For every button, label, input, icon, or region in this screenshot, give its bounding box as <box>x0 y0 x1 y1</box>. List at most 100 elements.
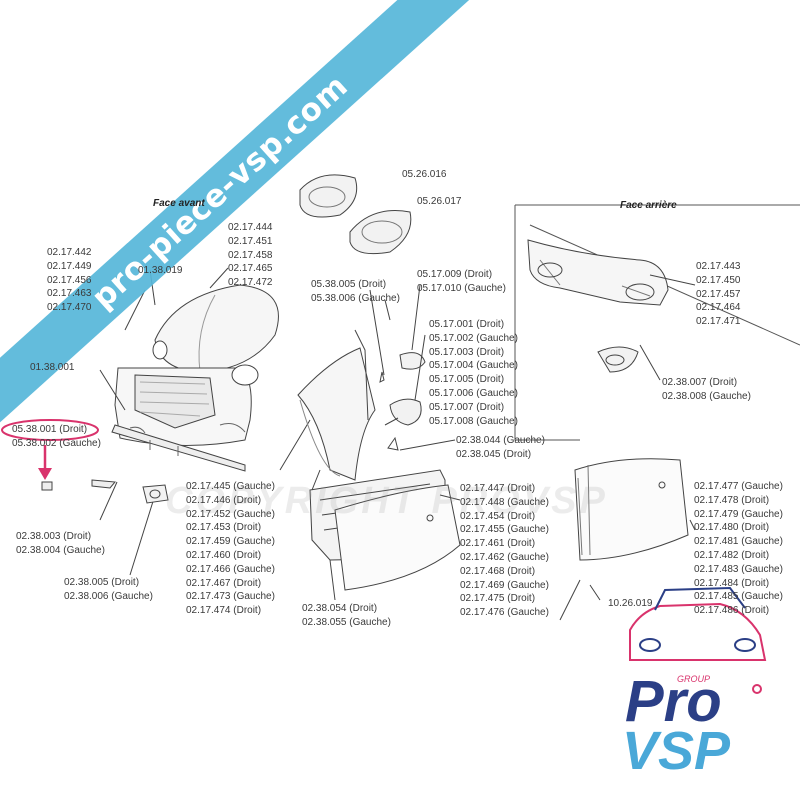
label-rear-reflector: 02.38.007 (Droit) 02.38.008 (Gauche) <box>662 376 751 404</box>
part-number: 02.17.483 (Gauche) <box>694 563 783 575</box>
part-number: 02.17.481 (Gauche) <box>694 536 783 548</box>
part-number: 05.17.003 (Droit) <box>429 346 505 358</box>
rear-reflector-drawing <box>597 346 639 373</box>
part-number: 05.17.002 (Gauche) <box>429 332 518 344</box>
part-number: 02.17.486 (Droit) <box>694 605 770 617</box>
part-number: 02.17.461 (Droit) <box>460 538 536 550</box>
part-number: 02.17.463 <box>47 288 92 300</box>
headlamp-left-drawing <box>299 174 358 218</box>
label-mirror: 05.17.001 (Droit) 05.17.002 (Gauche) 05.17… <box>429 318 518 428</box>
part-number: 02.17.479 (Gauche) <box>694 508 783 520</box>
logo-pro-text: Pro <box>625 669 722 734</box>
highlight-ellipse <box>1 419 99 441</box>
part-number: 02.17.450 <box>696 274 741 286</box>
part-number: 02.17.475 (Droit) <box>460 593 536 605</box>
label-mirror-glass: 05.17.009 (Droit) 05.17.010 (Gauche) <box>417 268 506 296</box>
part-number: 02.17.457 <box>696 288 741 300</box>
part-number: 05.26.017 <box>417 196 462 207</box>
part-number: 02.38.007 (Droit) <box>662 377 738 388</box>
part-number: 02.38.006 (Gauche) <box>64 590 153 602</box>
highlight-annotation <box>1 419 99 480</box>
part-number: 02.17.476 (Gauche) <box>460 607 549 619</box>
logo-group-text: GROUP <box>677 674 711 684</box>
part-number: 02.17.445 (Gauche) <box>186 481 275 492</box>
provsp-logo <box>629 586 767 694</box>
part-number: 02.17.466 (Gauche) <box>186 563 275 575</box>
part-number: 01.38.001 <box>30 362 75 373</box>
part-number: 02.17.460 (Droit) <box>186 549 262 561</box>
part-number: 02.17.482 (Droit) <box>694 549 770 561</box>
part-number: 02.17.454 (Droit) <box>460 510 536 522</box>
part-number: 05.38.002 (Gauche) <box>12 437 101 449</box>
label-door-inner: 02.38.054 (Droit)02.38.055 (Gauche) <box>302 602 391 630</box>
part-number: 02.38.055 (Gauche) <box>302 616 391 628</box>
part-number: 02.17.446 (Droit) <box>186 494 262 506</box>
part-number: 02.38.003 (Droit) <box>16 531 92 542</box>
part-number: 02.17.473 (Gauche) <box>186 591 275 603</box>
logo-vsp-text: VSP <box>622 721 731 781</box>
part-number: 02.17.458 <box>228 249 273 261</box>
wing-drawing <box>297 347 376 481</box>
part-number: 02.17.443 <box>696 261 741 272</box>
part-number: 05.17.005 (Droit) <box>429 374 505 386</box>
fog-bezel-drawing <box>142 484 169 504</box>
part-number: 01.38.019 <box>138 265 183 276</box>
label-corner-trim: 02.38.003 (Droit)02.38.004 (Gauche) <box>16 530 105 558</box>
label-sill: 10.26.019 <box>608 597 653 611</box>
label-fog-bezel: 02.38.005 (Droit)02.38.006 (Gauche) <box>64 576 153 604</box>
part-number: 02.17.464 <box>696 302 741 314</box>
part-number: 05.38.005 (Droit) <box>311 279 387 290</box>
part-number: 02.17.453 (Droit) <box>186 522 262 534</box>
part-number: 02.17.474 (Droit) <box>186 605 262 617</box>
part-number: 05.17.001 (Droit) <box>429 319 505 330</box>
part-number: 02.17.471 <box>696 316 741 328</box>
label-door-left: 02.17.447 (Droit)02.17.448 (Gauche)02.17… <box>460 482 549 620</box>
part-number: 02.38.044 (Gauche) <box>456 435 545 446</box>
logo-car-outline <box>629 602 767 661</box>
part-number: 02.17.444 <box>228 222 273 233</box>
mirror-drawing <box>389 398 422 426</box>
part-number: 02.17.467 (Droit) <box>186 577 262 589</box>
part-number: 05.26.016 <box>402 169 447 180</box>
heading-rear: Face arrière <box>620 200 677 211</box>
hood-drawing <box>154 284 279 373</box>
part-number: 05.17.009 (Droit) <box>417 269 493 280</box>
part-number: 02.17.472 <box>228 277 273 289</box>
door-panel-left-drawing <box>334 484 461 591</box>
label-headlamp-right: 05.26.017 <box>417 195 462 209</box>
door-panel-right-drawing <box>574 458 689 561</box>
mirror-glass-drawing <box>399 352 426 370</box>
part-number: 05.17.010 (Gauche) <box>417 282 506 294</box>
copyright-watermark: COPYRIGHT PROVSP <box>165 480 608 522</box>
part-number: 02.17.462 (Gauche) <box>460 551 549 563</box>
label-door-right: 02.17.477 (Gauche)02.17.478 (Droit)02.17… <box>694 480 783 618</box>
headlamp-right-drawing <box>349 210 412 255</box>
part-number: 05.17.006 (Gauche) <box>429 387 518 399</box>
part-number: 02.17.447 (Droit) <box>460 483 536 494</box>
part-number: 02.17.451 <box>228 235 273 247</box>
heading-front: Face avant <box>153 198 205 209</box>
part-number: 02.38.045 (Droit) <box>456 448 532 460</box>
part-number: 02.17.477 (Gauche) <box>694 481 783 492</box>
label-headlamp-left: 05.26.016 <box>402 168 447 182</box>
part-number: 02.17.452 (Gauche) <box>186 508 275 520</box>
label-grille: 01.38.001 <box>30 361 75 375</box>
part-number: 02.17.459 (Gauche) <box>186 536 275 548</box>
part-number: 02.38.008 (Gauche) <box>662 390 751 402</box>
part-number: 05.38.001 (Droit) <box>12 424 88 435</box>
label-fog-trim: 05.38.001 (Droit) 05.38.002 (Gauche) <box>12 423 101 451</box>
label-repeater: 05.38.005 (Droit)05.38.006 (Gauche) <box>311 278 400 306</box>
part-number: 05.17.004 (Gauche) <box>429 360 518 372</box>
label-mirror-base: 02.38.044 (Gauche) 02.38.045 (Droit) <box>456 434 545 462</box>
fog-trim-part-drawing <box>41 481 53 491</box>
part-number: 02.17.455 (Gauche) <box>460 524 549 536</box>
part-number: 02.17.449 <box>47 260 92 272</box>
part-number: 02.17.480 (Droit) <box>694 522 770 534</box>
part-number: 02.17.442 <box>47 247 92 258</box>
part-number: 02.17.485 (Gauche) <box>694 591 783 603</box>
rear-bumper-drawing <box>527 239 669 306</box>
part-number: 05.17.008 (Gauche) <box>429 415 518 427</box>
